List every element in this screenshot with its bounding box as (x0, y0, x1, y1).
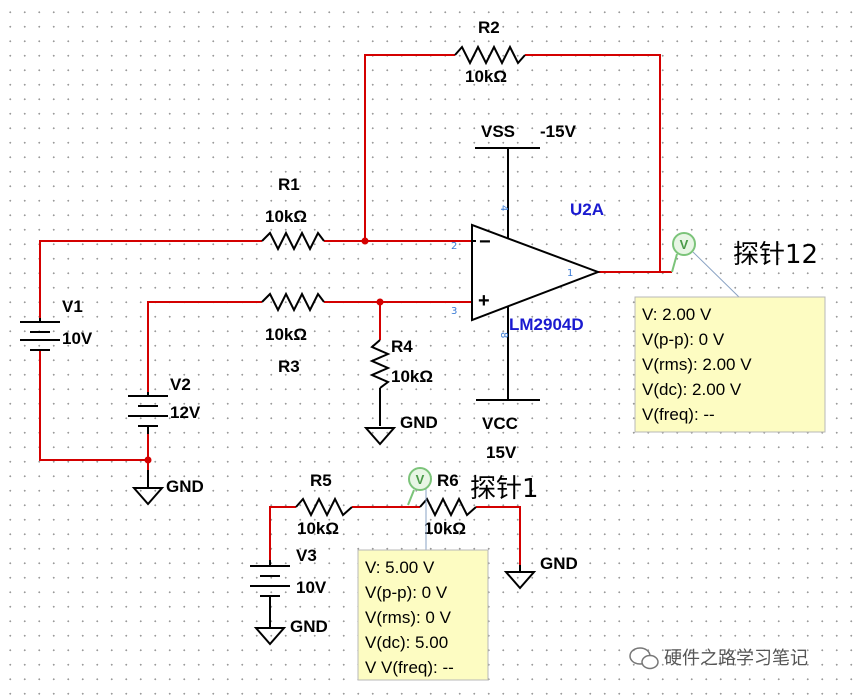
ground-icon (503, 571, 537, 590)
probe-12-reading: V(rms): 2.00 V (642, 355, 752, 374)
label-R3-name: R3 (278, 357, 300, 376)
pin-2: 2 (451, 241, 457, 252)
battery-V1[interactable] (20, 318, 60, 351)
label-V2-name: V2 (170, 375, 191, 394)
pin-4: 4 (498, 205, 509, 211)
label-V1-value: 10V (62, 329, 93, 348)
battery-V2[interactable] (128, 392, 168, 434)
wechat-icon (629, 647, 659, 670)
probe-12-name: 探针12 (733, 240, 818, 270)
pin-1: 1 (567, 268, 573, 279)
resistor-R3[interactable] (261, 291, 325, 313)
label-V3-value: 10V (296, 578, 327, 597)
label-V2-value: 12V (170, 403, 201, 422)
resistor-R2[interactable] (454, 44, 526, 66)
probe-1-icon[interactable] (408, 467, 432, 491)
wires (39, 54, 672, 565)
junction-dot (361, 237, 369, 245)
label-V1-name: V1 (62, 297, 83, 316)
probe-1-name: 探针1 (470, 474, 539, 504)
label-R5-name: R5 (310, 471, 332, 490)
label-R5-value: 10kΩ (297, 519, 339, 538)
label-gnd-R4: GND (400, 413, 438, 432)
label-V3-name: V3 (296, 546, 317, 565)
label-gnd-R6: GND (540, 554, 578, 573)
label-VCC-value: 15V (486, 443, 517, 462)
watermark: 硬件之路学习笔记 (629, 647, 808, 670)
watermark-text: 硬件之路学习笔记 (664, 648, 808, 669)
probe-1-symbol: V (416, 472, 425, 487)
ground-icon (131, 487, 165, 506)
opamp-triangle[interactable] (471, 223, 601, 322)
label-R6-value: 10kΩ (424, 519, 466, 538)
opamp-minus: − (479, 231, 491, 253)
label-R1-value: 10kΩ (265, 207, 307, 226)
probe-12-reading: V(p-p): 0 V (642, 330, 725, 349)
probe-1-reading: V(p-p): 0 V (365, 583, 448, 602)
supply-wires (147, 147, 540, 628)
label-R3-value: 10kΩ (265, 325, 307, 344)
resistor-R1[interactable] (261, 230, 325, 252)
label-R2-value: 10kΩ (465, 67, 507, 86)
probe-1-reading: V V(freq): -- (365, 658, 454, 677)
probe-1-reading: V: 5.00 V (365, 558, 435, 577)
resistor-R4[interactable] (369, 339, 391, 389)
label-VSS-name: VSS (481, 122, 515, 141)
ground-icon (363, 427, 397, 446)
label-VCC-name: VCC (482, 414, 518, 433)
ground-icon (253, 627, 287, 646)
probe-1[interactable]: V (407, 467, 432, 550)
label-R6-name: R6 (437, 471, 459, 490)
probe-12-readout: V: 2.00 V V(p-p): 0 V V(rms): 2.00 V V(d… (634, 296, 826, 433)
label-VSS-value: -15V (540, 122, 577, 141)
probe-12[interactable]: V (671, 232, 741, 299)
resistor-R6[interactable] (419, 496, 477, 518)
opamp-plus: + (478, 290, 490, 312)
junction-dot (144, 456, 152, 464)
probe-12-symbol: V (680, 237, 689, 252)
label-R2-name: R2 (478, 18, 500, 37)
label-R4-name: R4 (391, 337, 413, 356)
battery-V3[interactable] (250, 560, 290, 600)
opamp-part-label: LM2904D (509, 315, 584, 334)
label-R4-value: 10kΩ (391, 367, 433, 386)
opamp-ref-label: U2A (570, 200, 604, 219)
probe-12-reading: V(dc): 2.00 V (642, 380, 742, 399)
probe-12-reading: V(freq): -- (642, 405, 715, 424)
pin-3: 3 (451, 306, 457, 317)
probe-1-readout: V: 5.00 V V(p-p): 0 V V(rms): 0 V V(dc):… (357, 549, 489, 681)
junction-dot (376, 298, 384, 306)
probe-12-reading: V: 2.00 V (642, 305, 712, 324)
label-gnd-V3: GND (290, 617, 328, 636)
probe-12-icon[interactable] (672, 232, 696, 256)
probe-1-reading: V(dc): 5.00 (365, 633, 448, 652)
resistor-R5[interactable] (295, 496, 353, 518)
probe-1-reading: V(rms): 0 V (365, 608, 452, 627)
pin-8: 8 (498, 332, 509, 338)
label-gnd-V1V2: GND (166, 477, 204, 496)
label-R1-name: R1 (278, 175, 300, 194)
